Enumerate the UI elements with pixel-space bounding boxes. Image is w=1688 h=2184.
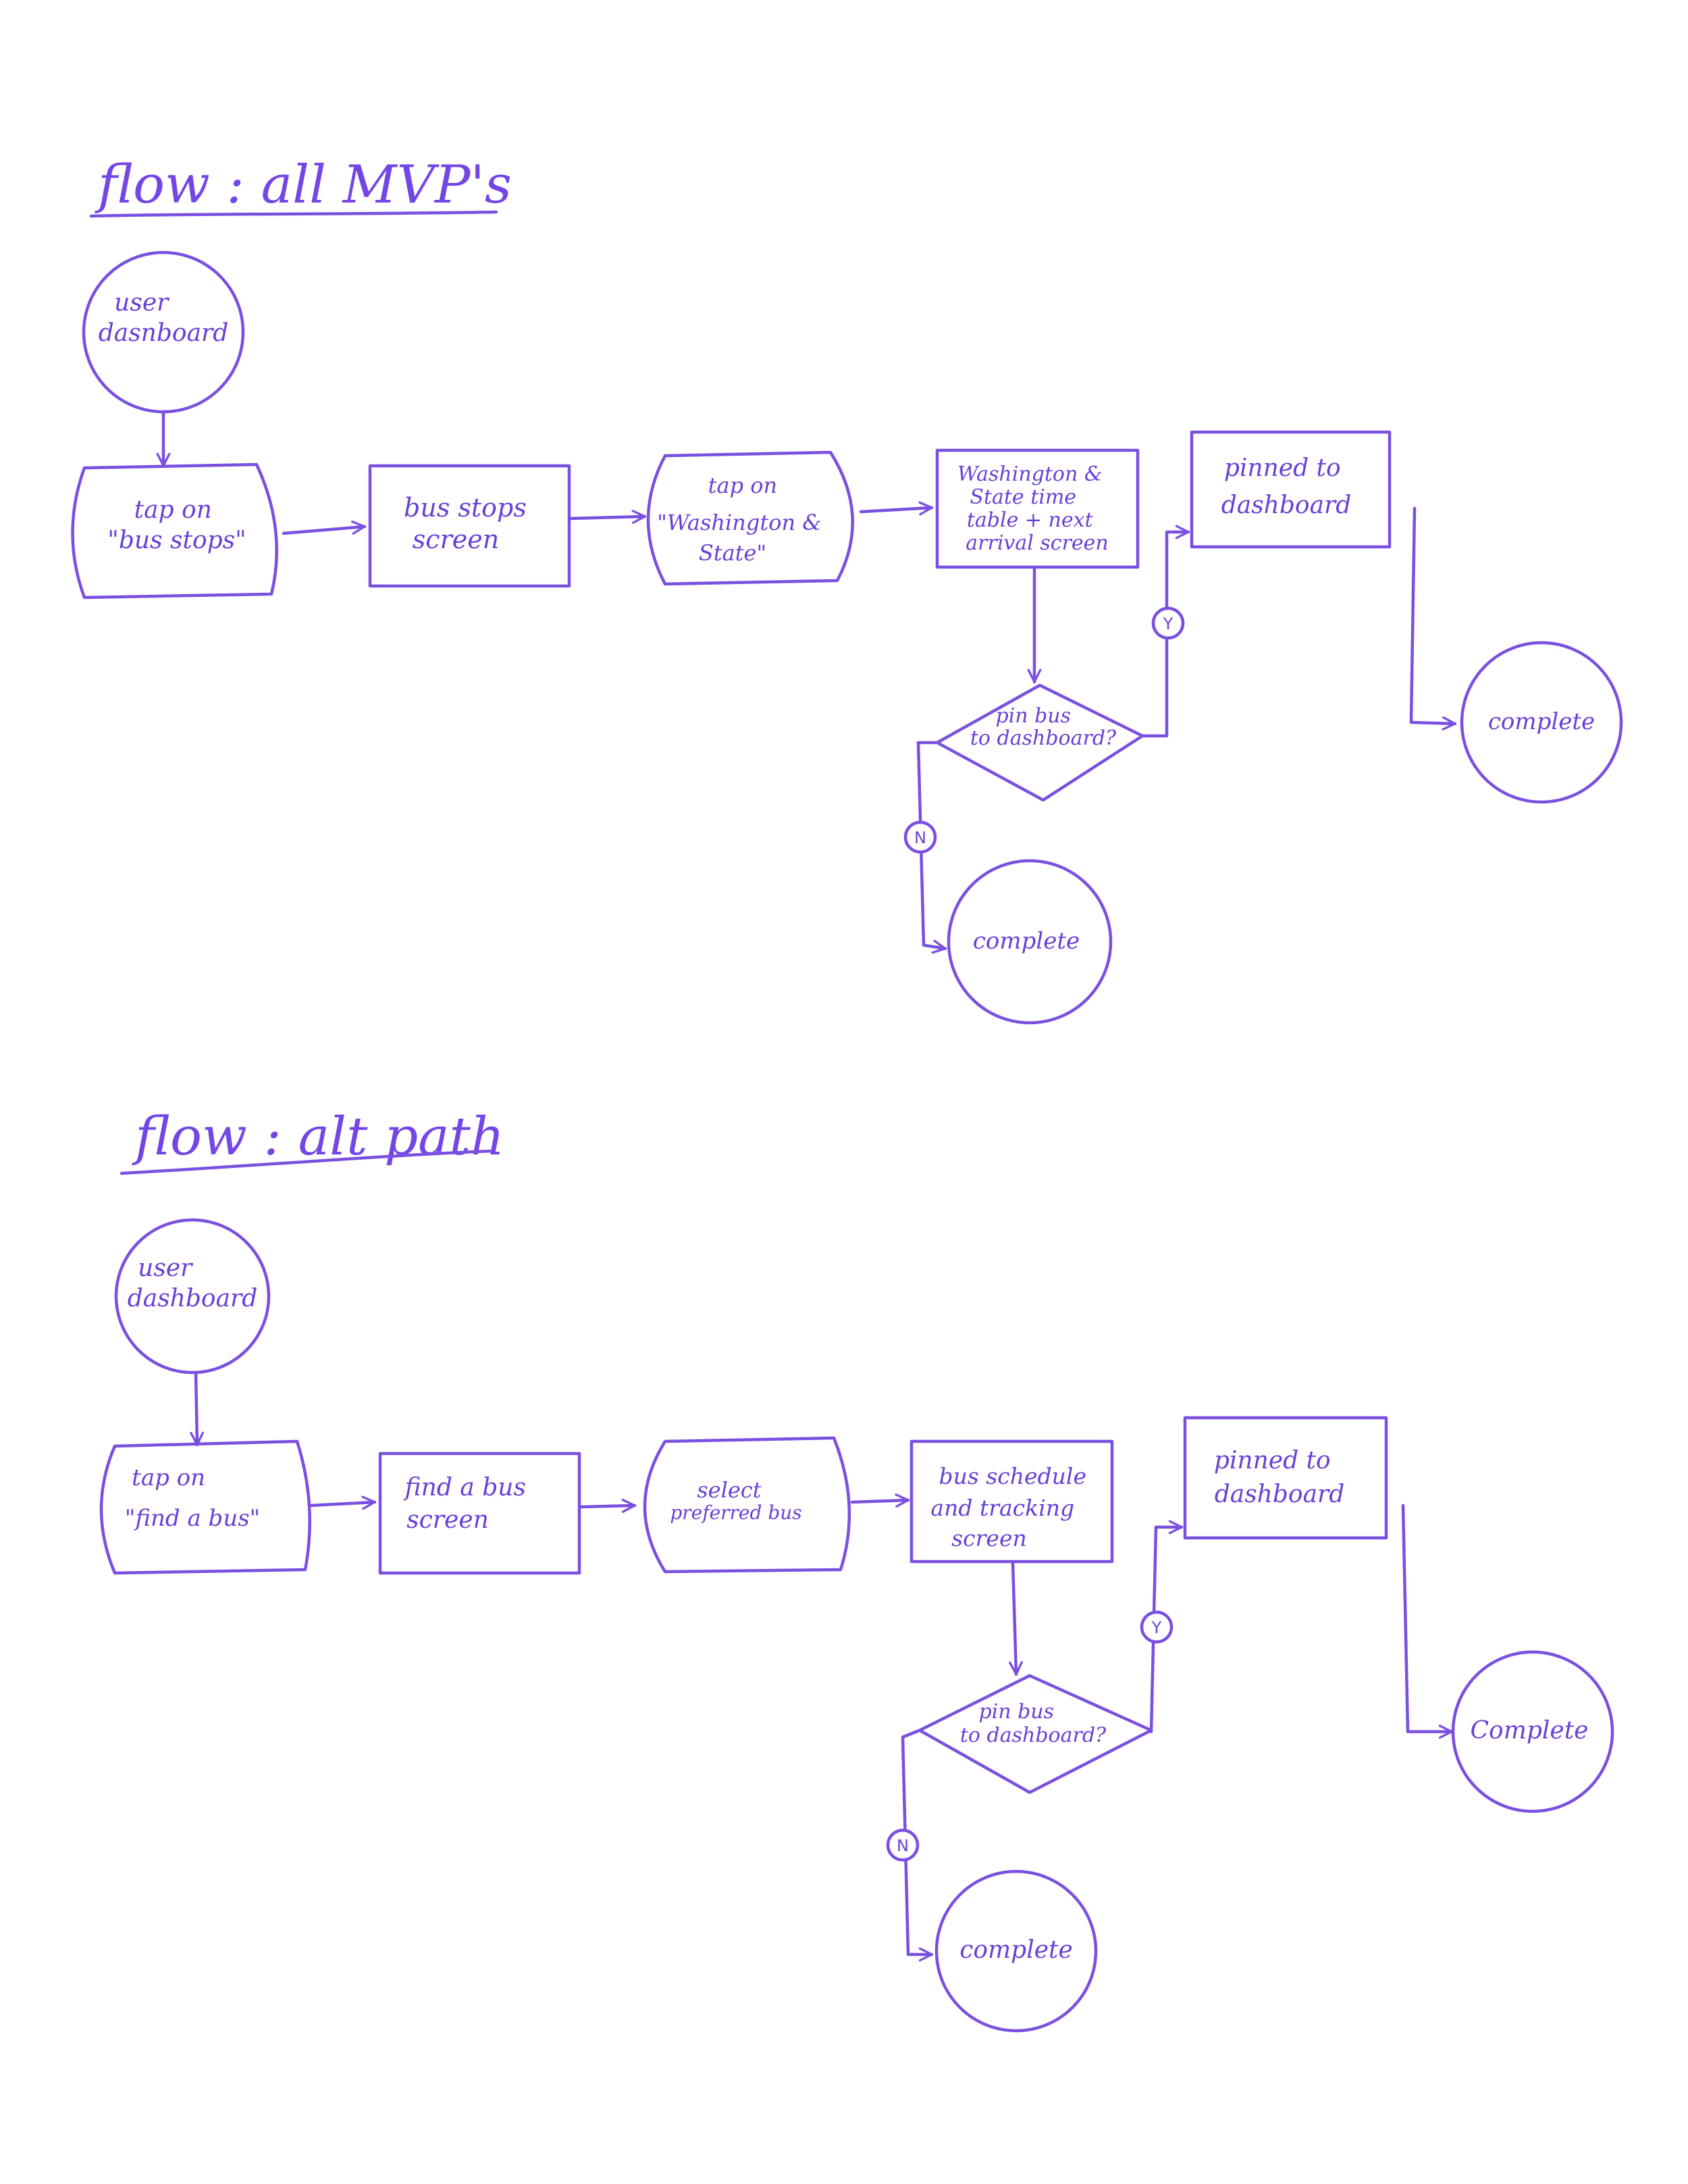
- flow1-arrow-busstops-to-tap2: [569, 510, 647, 524]
- flow1-pinned-label: pinned to dashboard: [1221, 454, 1352, 519]
- flow1-no-marker: [903, 820, 937, 854]
- flow2-tap-find-bus-label: tap on "find a bus": [125, 1464, 261, 1532]
- flow2-arrow-pinned-to-complete: [1401, 1503, 1454, 1739]
- flow2-no-label: N: [897, 1836, 909, 1855]
- flow2-yes-marker: [1140, 1610, 1173, 1644]
- flow1-decision-label: pin bus to dashboard?: [970, 704, 1117, 750]
- flow1-bus-stops-screen-node: [368, 464, 571, 588]
- flow2-select-bus-node: [643, 1436, 851, 1574]
- flow2-no-marker: [886, 1828, 920, 1862]
- flow1-yes-marker: [1151, 606, 1185, 640]
- flow2-complete-no-circle: [934, 1869, 1098, 2033]
- flow1-tap-washington-node: [646, 450, 854, 586]
- flow1-title-underline: [89, 210, 498, 218]
- flow2-title-underline: [120, 1149, 492, 1175]
- flow2-start-circle: [114, 1218, 271, 1375]
- flow1-tap-bus-stops-node: [71, 462, 279, 600]
- flow2-yes-label: Y: [1151, 1618, 1162, 1637]
- flow2-complete-yes-label: Complete: [1471, 1717, 1589, 1744]
- flow1-decision-node: [935, 683, 1144, 802]
- flow1-tap-bus-stops-label: tap on "bus stops": [107, 496, 246, 554]
- flow1-complete-yes-label: complete: [1488, 708, 1595, 735]
- flow2-complete-yes-circle: [1451, 1650, 1614, 1813]
- flow1-pinned-node: [1190, 430, 1392, 549]
- flow1-arrow-tap-to-busstops: [282, 521, 367, 535]
- flow1-bus-stops-screen-label: bus stops screen: [404, 493, 535, 554]
- flow2-arrow-tap-to-findbus: [309, 1495, 377, 1510]
- flow2-select-bus-label: select preferred bus: [670, 1477, 801, 1524]
- flow1-title: flow : all MVP's: [95, 155, 512, 215]
- flow1-tap-washington-label: tap on "Washington & State": [657, 473, 828, 566]
- flow2-schedule-screen-label: bus schedule and tracking screen: [930, 1463, 1093, 1551]
- flow2-arrow-select-to-schedule: [850, 1493, 910, 1508]
- flow1-start-label: user dasnboard: [99, 289, 229, 347]
- flow2-title: flow : alt path: [132, 1107, 504, 1167]
- flow2-tap-find-bus-node: [99, 1439, 311, 1575]
- flow1-arrow-tap2-to-timetable: [859, 501, 934, 516]
- flow-alt-path: flow : alt path user dashboard tap on "f…: [99, 1107, 1614, 2033]
- flow1-complete-no-label: complete: [973, 928, 1080, 955]
- flow1-timetable-screen-label: Washington & State time table + next arr…: [957, 462, 1109, 555]
- flow2-start-label: user dashboard: [128, 1254, 258, 1312]
- flow2-find-bus-screen-label: find a bus screen: [403, 1474, 534, 1534]
- flow2-arrow-findbus-to-select: [579, 1498, 637, 1513]
- flow2-arrow-yes-to-pinned: [1149, 1520, 1184, 1734]
- flow2-arrow-schedule-to-decision: [1009, 1561, 1023, 1676]
- flow2-pinned-label: pinned to dashboard: [1214, 1447, 1344, 1508]
- flow1-arrow-pinned-to-complete: [1409, 506, 1457, 730]
- flow2-pinned-node: [1183, 1416, 1388, 1540]
- flow2-find-bus-screen-node: [378, 1451, 581, 1575]
- flow1-no-label: N: [914, 828, 926, 847]
- flow2-decision-label: pin bus to dashboard?: [960, 1700, 1107, 1747]
- flow1-complete-no-circle: [947, 859, 1113, 1025]
- flow1-timetable-screen-node: [935, 448, 1140, 569]
- flow1-yes-label: Y: [1163, 614, 1173, 633]
- flow2-arrow-start-to-tap: [190, 1370, 205, 1447]
- flow2-decision-node: [918, 1674, 1153, 1794]
- flow2-complete-no-label: complete: [959, 1936, 1073, 1964]
- flow1-complete-yes-circle: [1460, 641, 1623, 804]
- flow2-schedule-screen-node: [909, 1439, 1114, 1564]
- flow-all-mvps: flow : all MVP's user dasnboard tap on "…: [71, 155, 1623, 1025]
